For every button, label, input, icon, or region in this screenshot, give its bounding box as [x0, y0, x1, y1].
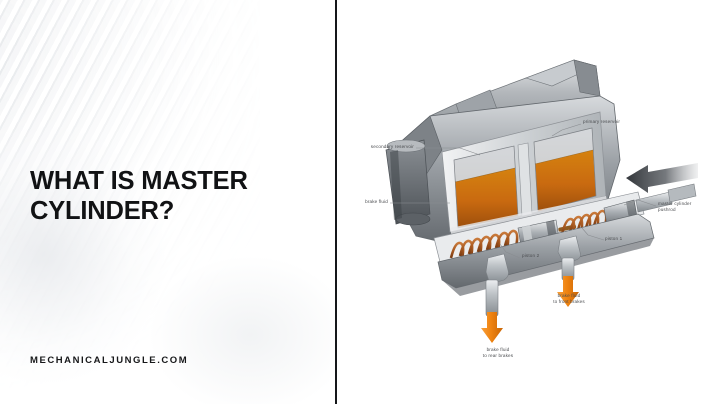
return-spring-1	[560, 209, 608, 236]
label-master-cylinder-pushrod: master cylinder pushrod	[658, 201, 692, 213]
secondary-reservoir-chamber	[453, 145, 519, 229]
left-text-panel: WHAT IS MASTER CYLINDER? MECHANICALJUNGL…	[0, 0, 336, 404]
label-brake-fluid-front-brakes: brake fluid to front brakes	[553, 293, 585, 305]
front-brakes-arrow	[557, 276, 579, 307]
label-primary-reservoir: primary reservoir	[583, 119, 621, 124]
reservoir-cutaway-interior	[441, 111, 608, 238]
rear-brakes-arrow	[481, 312, 503, 343]
site-url-watermark: MECHANICALJUNGLE.COM	[30, 355, 189, 366]
panel-divider	[335, 0, 338, 404]
background-wash-lower	[150, 250, 336, 404]
primary-reservoir-chamber	[533, 127, 597, 213]
outlet-pipes	[485, 235, 581, 317]
page-title: WHAT IS MASTER CYLINDER?	[30, 167, 248, 225]
secondary-reservoir-boss	[385, 139, 431, 226]
label-brake-fluid: brake fluid	[365, 199, 388, 204]
label-brake-fluid-rear-brakes: brake fluid to rear brakes	[482, 347, 514, 359]
master-cylinder-diagram	[385, 59, 698, 343]
label-secondary-reservoir: secondary reservoir	[370, 144, 414, 149]
label-piston-1: piston 1	[605, 236, 623, 241]
leader-lines	[390, 123, 657, 259]
pushrod-force-arrow	[626, 163, 698, 193]
label-piston-2: piston 2	[522, 253, 540, 258]
right-diagram-panel: secondary reservoir brake fluid primary …	[338, 0, 720, 404]
